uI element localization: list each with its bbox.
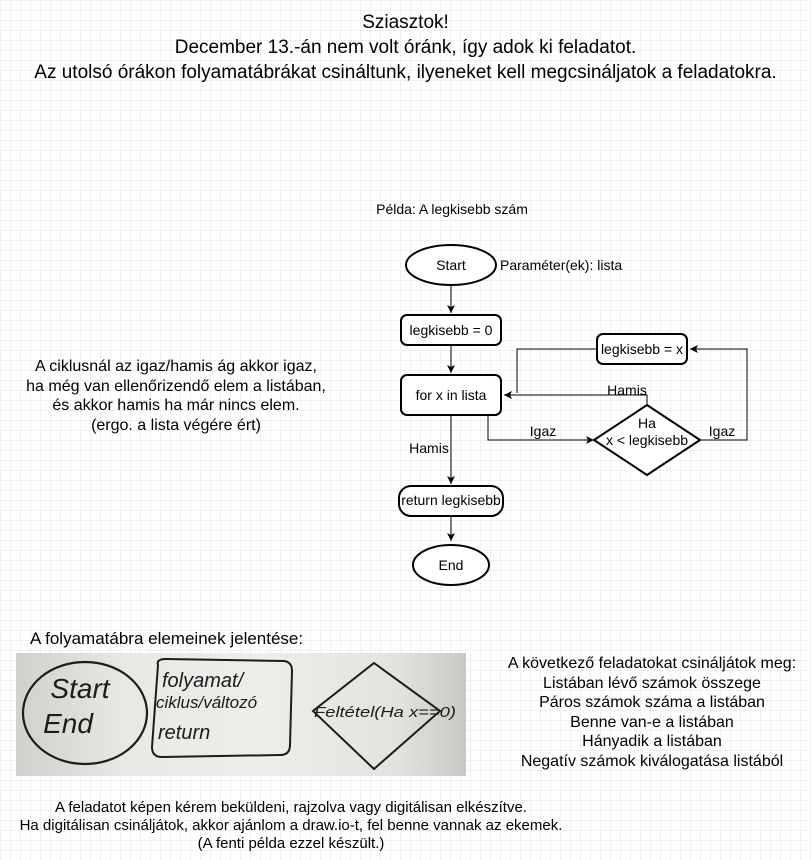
header-description: Az utolsó órákon folyamatábrákat csinált… — [34, 62, 777, 83]
loop-node — [400, 374, 502, 416]
edge-label-igaz-right: Igaz — [709, 423, 735, 439]
end-label: End — [439, 557, 464, 573]
edge-label-igaz-left: Igaz — [530, 423, 556, 439]
legend-process-text-3: return — [158, 722, 210, 744]
loop-label: for x in lista — [416, 387, 487, 403]
header: Sziasztok! December 13.-án nem volt órán… — [0, 10, 811, 85]
legend-terminal-shape — [21, 660, 149, 766]
loop-note-line: ha még van ellenőrizendő elem a listában… — [26, 377, 326, 395]
task-item: Listában lévő számok összege — [543, 674, 761, 692]
legend-photo: Start End folyamat/ ciklus/változó retur… — [16, 653, 466, 776]
edge-label-hamis-top: Hamis — [607, 382, 647, 398]
return-node — [398, 485, 504, 517]
edge-loop-to-condition — [487, 415, 594, 444]
assign-label: legkisebb = x — [601, 341, 683, 357]
loop-note: A ciklusnál az igaz/hamis ág akkor igaz,… — [16, 357, 336, 435]
init-node — [400, 314, 502, 346]
task-item: Benne van-e a listában — [570, 713, 734, 731]
edge-assign-to-loop — [516, 348, 597, 393]
loop-note-line: A ciklusnál az igaz/hamis ág akkor igaz, — [35, 358, 317, 375]
end-node — [412, 544, 490, 586]
legend-terminal-text-2: End — [43, 708, 94, 739]
example-title: Példa: A legkisebb szám — [376, 201, 528, 217]
connectors — [447, 285, 748, 541]
params-label: Paraméter(ek): lista — [500, 257, 622, 273]
footer-line: Ha digitálisan csináljátok, akkor ajánlo… — [19, 817, 563, 834]
assign-node — [596, 333, 688, 365]
start-node — [405, 244, 497, 286]
header-greeting: Sziasztok! — [362, 12, 449, 33]
legend-condition-text: Feltétel(Ha x==0) — [314, 704, 456, 721]
footer-note: A feladatot képen kérem beküldeni, rajzo… — [0, 799, 582, 853]
legend-title: A folyamatábra elemeinek jelentése: — [30, 629, 304, 648]
task-item: Páros számok száma a listában — [539, 694, 765, 711]
start-label: Start — [436, 257, 466, 273]
legend-condition-shape — [311, 661, 442, 771]
condition-label-1: Ha — [638, 415, 656, 431]
loop-note-line: és akkor hamis ha már nincs elem. — [52, 397, 300, 414]
task-list: A következő feladatokat csináljátok meg:… — [504, 654, 800, 771]
condition-label-2: x < legkisebb — [606, 432, 688, 448]
init-label: legkisebb = 0 — [410, 322, 493, 338]
legend-process-shape — [150, 657, 294, 759]
task-item: Hányadik a listában — [582, 733, 722, 750]
task-list-title: A következő feladatokat csináljátok meg: — [507, 655, 797, 672]
legend-terminal-text-1: Start — [50, 673, 110, 704]
return-label: return legkisebb — [401, 492, 501, 508]
legend-process-text-1: folyamat/ — [162, 670, 246, 692]
loop-note-line: (ergo. a lista végére ért) — [91, 416, 261, 434]
footer-line: (A fenti példa ezzel készült.) — [197, 835, 385, 852]
legend-process-text-2: ciklus/változó — [156, 693, 257, 712]
task-item: Negatív számok kiválogatása listából — [520, 752, 784, 770]
condition-node — [592, 403, 702, 477]
footer-line: A feladatot képen kérem beküldeni, rajzo… — [55, 799, 527, 816]
edge-condition-true-to-assign — [690, 345, 748, 441]
edge-label-hamis-down: Hamis — [409, 440, 449, 456]
legend-photo-drawing: Start End folyamat/ ciklus/változó retur… — [21, 657, 456, 771]
header-subtitle: December 13.-án nem volt óránk, így adok… — [174, 37, 637, 58]
edge-condition-false-to-loop — [504, 391, 648, 405]
